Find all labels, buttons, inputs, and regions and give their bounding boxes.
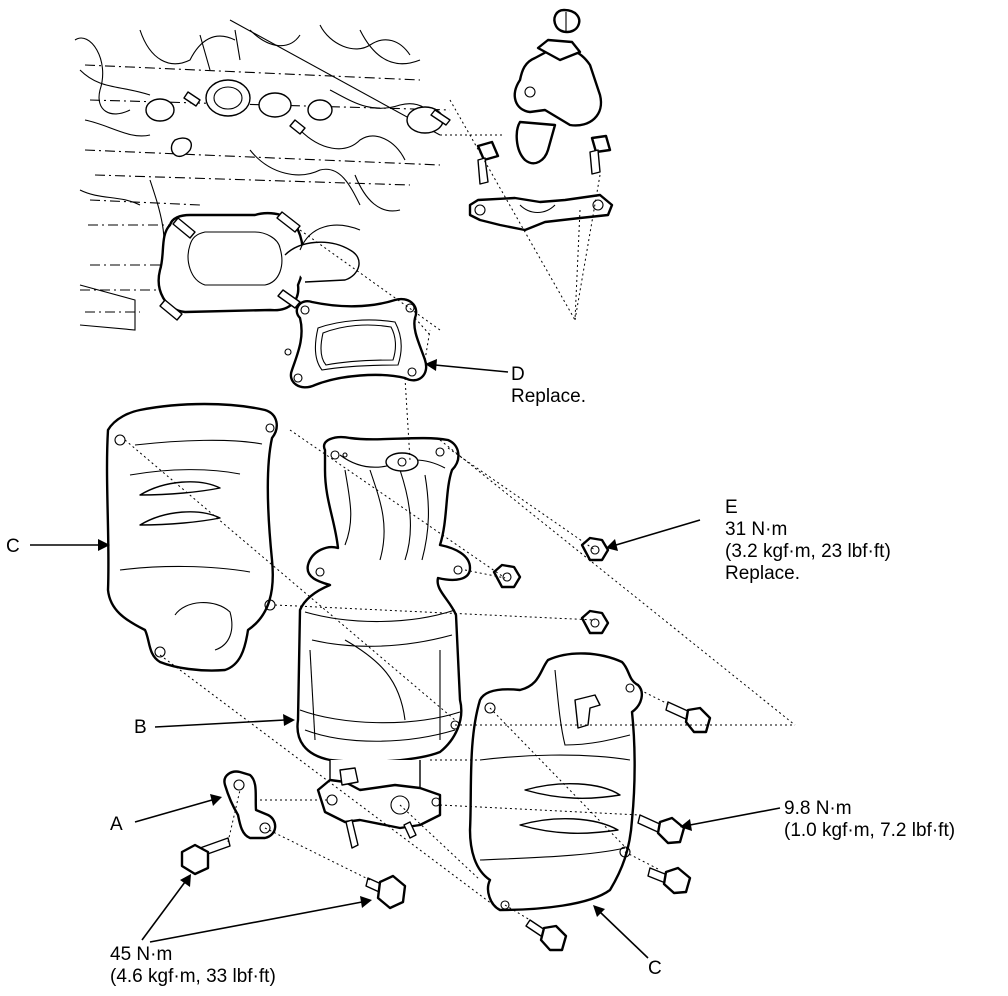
- exhaust-manifold-flange: [157, 211, 361, 314]
- callout-a-letter: A: [110, 814, 123, 835]
- exhaust-port: [145, 79, 444, 157]
- bracket-bolt: [476, 134, 612, 185]
- upper-bracket: [513, 8, 603, 165]
- bolt: [180, 701, 712, 952]
- callout-d-letter: D: [511, 364, 525, 385]
- outlet-flange: [316, 767, 442, 849]
- torque-small-bolt: 9.8 N·m: [784, 798, 852, 819]
- heat-shield-c-bottom: [468, 652, 644, 912]
- callout-e-letter: E: [725, 497, 738, 518]
- nut: [492, 536, 610, 635]
- callout-c-left-letter: C: [6, 536, 20, 557]
- bracket-a: [223, 770, 277, 840]
- catalytic-converter-b: [296, 436, 472, 791]
- callout-e-note: Replace.: [725, 563, 800, 584]
- heat-shield-c-left: [105, 402, 278, 672]
- torque-large-bolt-alt: (4.6 kgf·m, 33 lbf·ft): [110, 966, 276, 987]
- callout-e-torque-alt: (3.2 kgf·m, 23 lbf·ft): [725, 541, 891, 562]
- callout-d-note: Replace.: [511, 386, 586, 407]
- torque-large-bolt: 45 N·m: [110, 944, 173, 965]
- callout-b-letter: B: [134, 717, 147, 738]
- callout-e-torque: 31 N·m: [725, 519, 788, 540]
- torque-small-bolt-alt: (1.0 kgf·m, 7.2 lbf·ft): [784, 820, 956, 841]
- gasket-d: [284, 297, 428, 389]
- callout-c-bottom-letter: C: [648, 958, 662, 979]
- stud: [159, 91, 451, 321]
- lower-bracket: [468, 193, 614, 232]
- callout-leader: [30, 359, 781, 959]
- alignment-lines: [124, 99, 796, 921]
